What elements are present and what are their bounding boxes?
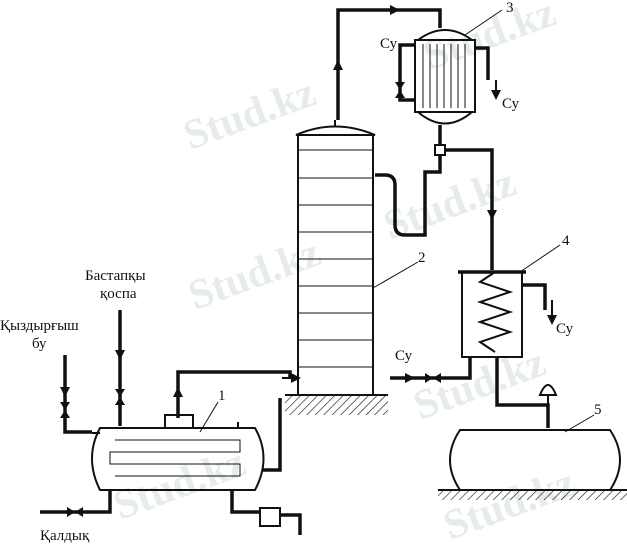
water-label-cooler-out: Су xyxy=(556,321,574,337)
feed-label-line2: қоспа xyxy=(100,286,137,302)
label-number-3: 3 xyxy=(506,0,514,16)
cooler xyxy=(458,270,526,358)
residue-label: Қалдық xyxy=(40,528,90,544)
label-number-5: 5 xyxy=(594,402,602,418)
watermark: Stud.kz xyxy=(378,159,522,249)
steam-label-line2: бу xyxy=(32,336,47,352)
watermark: Stud.kz xyxy=(183,229,327,319)
watermark: Stud.kz xyxy=(438,459,582,544)
water-label-condenser-in: Су xyxy=(380,36,398,52)
valves xyxy=(60,82,441,517)
condenser xyxy=(414,29,476,125)
label-number-2: 2 xyxy=(418,250,426,266)
watermark: Stud.kz xyxy=(178,69,322,159)
label-number-1: 1 xyxy=(218,388,226,404)
receiver-tank xyxy=(438,429,627,500)
water-label-condenser-out: Су xyxy=(502,96,520,112)
leader-lines xyxy=(199,9,595,433)
water-label-cooler-in: Су xyxy=(395,348,413,364)
feed-label-line1: Бастапқы xyxy=(85,268,146,284)
watermark: Stud.kz xyxy=(108,439,252,529)
watermark: Stud.kz xyxy=(408,339,552,429)
steam-label-line1: Қыздырғыш xyxy=(0,318,79,334)
label-number-4: 4 xyxy=(562,233,570,249)
distillation-column xyxy=(285,120,388,415)
pipes xyxy=(40,5,558,535)
